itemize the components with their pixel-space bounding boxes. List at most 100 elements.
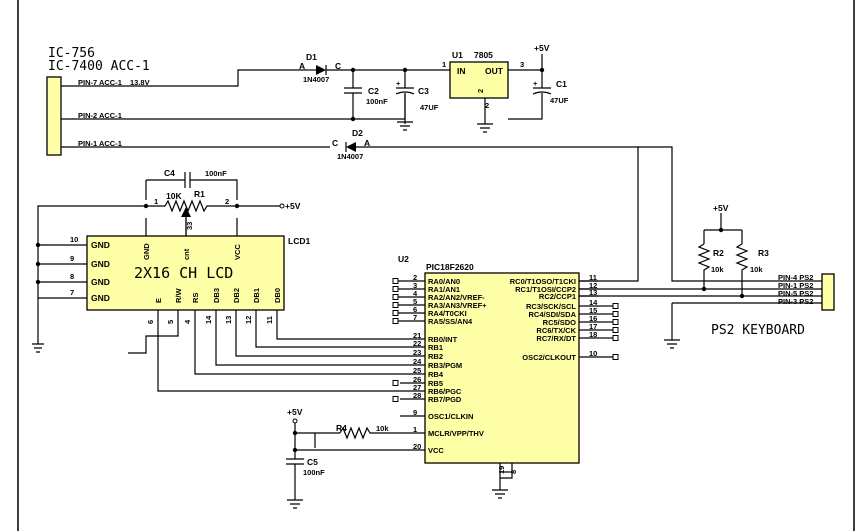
c2-ref: C2 <box>368 86 379 96</box>
mcu-pin-name: OSC1/CLKIN <box>428 412 473 421</box>
mcu-pin-name: RC7/RX/DT <box>536 334 576 343</box>
lcd-pin-name: DB3 <box>212 288 221 303</box>
capacitor-c5 <box>286 450 304 509</box>
mcu-ref: U2 <box>398 254 409 264</box>
mcu-pin-number: 21 <box>413 331 421 340</box>
mcu-pin-number: 4 <box>413 289 418 298</box>
d2-cathode-label: C <box>332 138 338 148</box>
mcu-pin-number: 9 <box>413 408 417 417</box>
ps2-keyboard-label: PS2 KEYBOARD <box>711 323 805 338</box>
u1-pin-gnd: 2 <box>485 101 489 110</box>
mcu-pin-name: RB7/PGD <box>428 395 462 404</box>
c3-value: 47UF <box>420 103 439 112</box>
mcu-pin-name: RB0/INT <box>428 335 458 344</box>
acc-pin-7-label: PIN-7 ACC-1 <box>78 78 122 87</box>
mcu-pin-number: 16 <box>589 314 597 323</box>
mcu-gnd-pins: 19 8 <box>492 463 518 499</box>
r1-pin-1: 1 <box>154 197 158 206</box>
acc-voltage-label: 13.8V <box>130 78 150 87</box>
mcu-pin-number: 23 <box>413 348 421 357</box>
capacitor-c4 <box>145 172 238 200</box>
mcu-pin-number: 24 <box>413 357 422 366</box>
lcd-ground-bus <box>32 205 146 353</box>
c2-value: 100nF <box>366 97 388 106</box>
microcontroller-u2 <box>424 272 580 464</box>
mcu-pin-terminal <box>392 318 399 324</box>
mcu-pin-number: 10 <box>589 349 597 358</box>
r4-value: 10k <box>376 424 389 433</box>
radio-label-2: IC-7400 ACC-1 <box>48 59 150 74</box>
lcd-pin-number: 12 <box>244 316 253 324</box>
mcu-pin-name: RA1/AN1 <box>428 285 460 294</box>
capacitor-c1 <box>508 70 552 120</box>
lcd-pin-name: cnt <box>182 248 191 260</box>
d2-anode-label: A <box>364 138 370 148</box>
lcd-pin-name: RS <box>191 293 200 303</box>
mcu-pin-name: VCC <box>428 446 444 455</box>
acc-pin-1-label: PIN-1 ACC-1 <box>78 139 122 148</box>
u1-part: 7805 <box>474 50 493 60</box>
mcu-pin-number: 15 <box>589 306 597 315</box>
mcu-pin-number: 28 <box>413 391 421 400</box>
capacitor-c3 <box>395 70 415 131</box>
u1-pin-out: 3 <box>520 60 524 69</box>
lcd-pin-name: GND <box>91 277 110 287</box>
lcd-pin-number: 11 <box>265 316 274 324</box>
mcu-pin-name: RC5/SDO <box>543 318 577 327</box>
d2-ref: D2 <box>352 128 363 138</box>
mcu-gnd-pin-19: 19 <box>497 466 506 474</box>
lcd-to-mcu-wires <box>128 310 400 392</box>
r1-pin-2: 2 <box>225 197 229 206</box>
diode-d1 <box>306 65 450 75</box>
mcu-pin-terminal <box>612 303 619 309</box>
mcu-pin-name: RC0/T1OSO/T1CKI <box>510 277 576 286</box>
u1-pin-in: 1 <box>442 60 446 69</box>
d2-part: 1N4007 <box>337 152 363 161</box>
ps2-pin-3-label: PIN-3 PS2 <box>778 297 813 306</box>
mcu-pin-name: RB3/PGM <box>428 361 462 370</box>
mcu-pin-number: 5 <box>413 297 417 306</box>
d1-cathode-label: C <box>335 61 341 71</box>
junction <box>350 116 356 122</box>
mcu-pin-name: RA2/AN2/VREF- <box>428 293 485 302</box>
lcd-pin-number: 7 <box>70 288 74 297</box>
ps2-pin-5-label: PIN-5 PS2 <box>778 289 813 298</box>
mcu-gnd-pin-8: 8 <box>509 470 518 474</box>
mcu-pin-terminal <box>612 311 619 317</box>
lcd-pin-name: DB2 <box>232 288 241 303</box>
ps2-pullup-bus <box>703 213 743 244</box>
u1-gnd-pin: 2 <box>476 89 485 93</box>
mcu-pin-terminal <box>392 310 399 316</box>
u1-ref: U1 <box>452 50 463 60</box>
supply-5v-top: +5V <box>534 43 550 53</box>
c3-ref: C3 <box>418 86 429 96</box>
mcu-pin-name: RB5 <box>428 379 443 388</box>
lcd-pin-name: DB1 <box>252 288 261 303</box>
d1-ref: D1 <box>306 52 317 62</box>
mcu-pin-number: 17 <box>589 322 597 331</box>
mcu-pin-name: RB2 <box>428 352 443 361</box>
lcd-title: 2X16 CH LCD <box>134 264 233 282</box>
c1-ref: C1 <box>556 79 567 89</box>
lcd-pin-number: 5 <box>166 320 175 324</box>
mcu-pin-terminal <box>392 286 399 292</box>
mcu-pin-number: 3 <box>413 281 417 290</box>
r2-ref: R2 <box>713 248 724 258</box>
ps2-pin-1-label: PIN-1 PS2 <box>778 281 813 290</box>
lcd-pin-number: 4 <box>183 319 192 324</box>
r3-value: 10k <box>750 265 763 274</box>
lcd-pin-number: 14 <box>204 315 213 324</box>
ps2-signal-wires <box>579 146 822 349</box>
supply-5v-reset: +5V <box>287 407 303 417</box>
mcu-pin-number: 6 <box>413 305 417 314</box>
mcu-pin-number: 11 <box>589 273 597 282</box>
d1-part: 1N4007 <box>303 75 329 84</box>
radio-label-1: IC-756 <box>48 46 95 61</box>
capacitor-c2 <box>344 70 362 119</box>
